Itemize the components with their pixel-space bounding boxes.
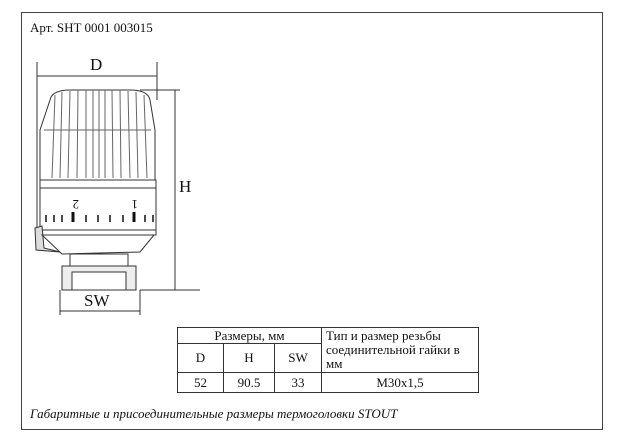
d-label: D xyxy=(90,55,102,74)
h-label: H xyxy=(179,177,191,196)
scale-mark-2: 2 xyxy=(73,197,80,212)
value-thread: M30x1,5 xyxy=(321,372,479,393)
article-number: Арт. SHT 0001 003015 xyxy=(30,20,153,35)
sw-label: SW xyxy=(84,291,110,310)
clip xyxy=(34,225,61,253)
value-h: 90.5 xyxy=(223,372,275,393)
scale-ring xyxy=(39,179,157,236)
scale-mark-1: 1 xyxy=(132,197,139,212)
dimensions-table: Размеры, мм Тип и размер резьбы соединит… xyxy=(177,327,479,393)
caption: Габаритные и присоединительные размеры т… xyxy=(30,406,398,421)
thread-header: Тип и размер резьбы соединительной гайки… xyxy=(321,327,479,373)
dimensions-header: Размеры, мм xyxy=(177,327,322,344)
value-sw: 33 xyxy=(274,372,322,393)
col-h: H xyxy=(223,343,275,373)
neck xyxy=(69,253,129,267)
document-frame xyxy=(21,12,603,430)
col-d: D xyxy=(177,343,224,373)
col-sw: SW xyxy=(274,343,322,373)
value-d: 52 xyxy=(177,372,224,393)
